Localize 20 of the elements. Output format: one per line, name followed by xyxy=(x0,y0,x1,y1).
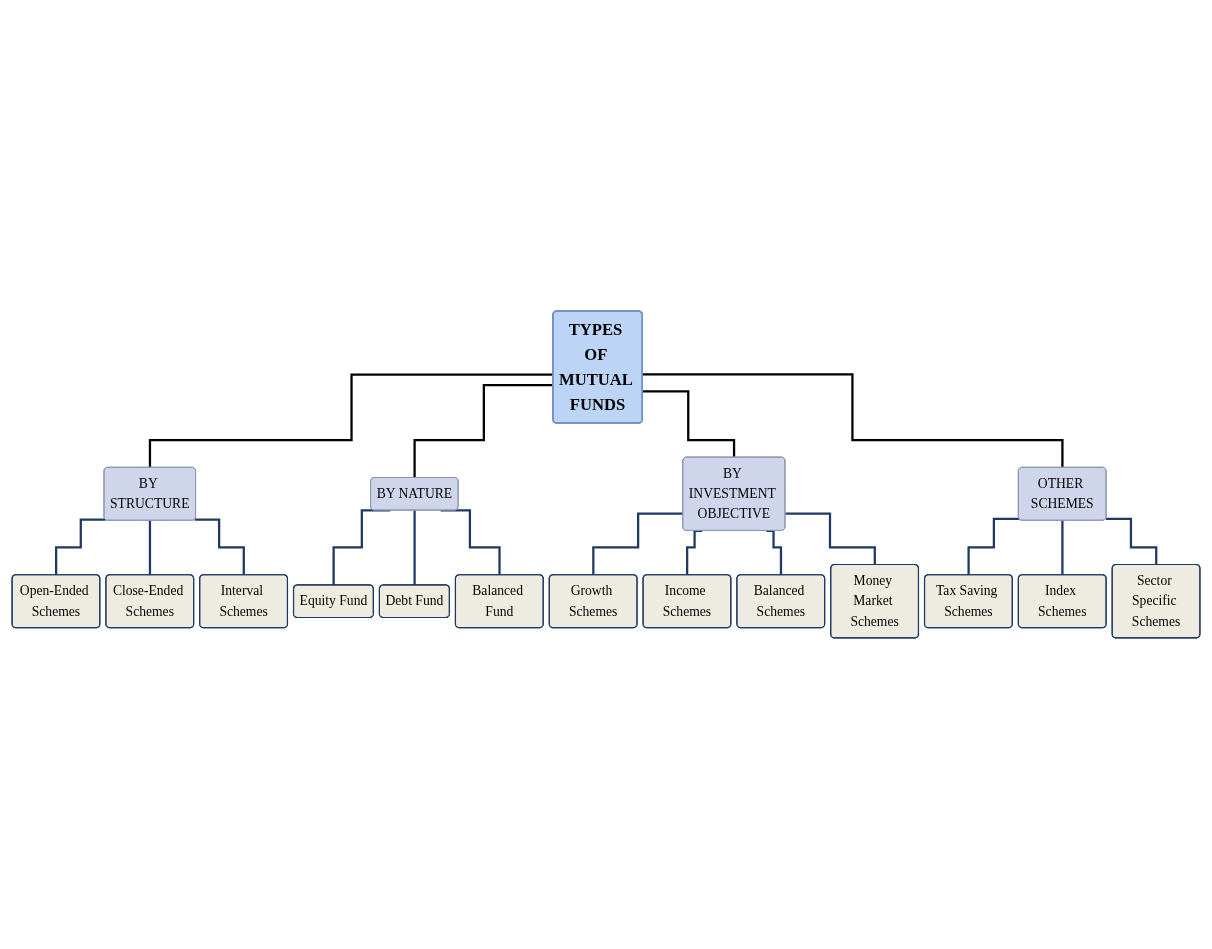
category-box: Close-Ended Schemes xyxy=(105,574,195,629)
category-box: Sector Specific Schemes xyxy=(1111,563,1201,639)
category-box: Debt Fund xyxy=(378,584,450,619)
category-box: Balanced Fund xyxy=(454,574,544,629)
category-box: Tax Saving Schemes xyxy=(923,574,1013,629)
category-box: BY STRUCTURE xyxy=(103,466,196,521)
category-box: Equity Fund xyxy=(292,584,374,619)
category-box: Balanced Schemes xyxy=(736,574,826,629)
category-box: Money Market Schemes xyxy=(830,563,920,639)
connector-line xyxy=(642,373,1064,469)
category-box: Open-Ended Schemes xyxy=(11,574,101,629)
category-box: BY INVESTMENT OBJECTIVE xyxy=(682,456,786,531)
category-box: BY NATURE xyxy=(370,477,459,511)
category-box: TYPES OF MUTUAL FUNDS xyxy=(552,310,643,424)
connector-line xyxy=(642,390,736,459)
category-box: OTHER SCHEMES xyxy=(1017,466,1107,521)
category-box: Interval Schemes xyxy=(199,574,289,629)
category-box: Income Schemes xyxy=(642,574,732,629)
category-box: Index Schemes xyxy=(1017,574,1107,629)
category-box: Growth Schemes xyxy=(548,574,638,629)
